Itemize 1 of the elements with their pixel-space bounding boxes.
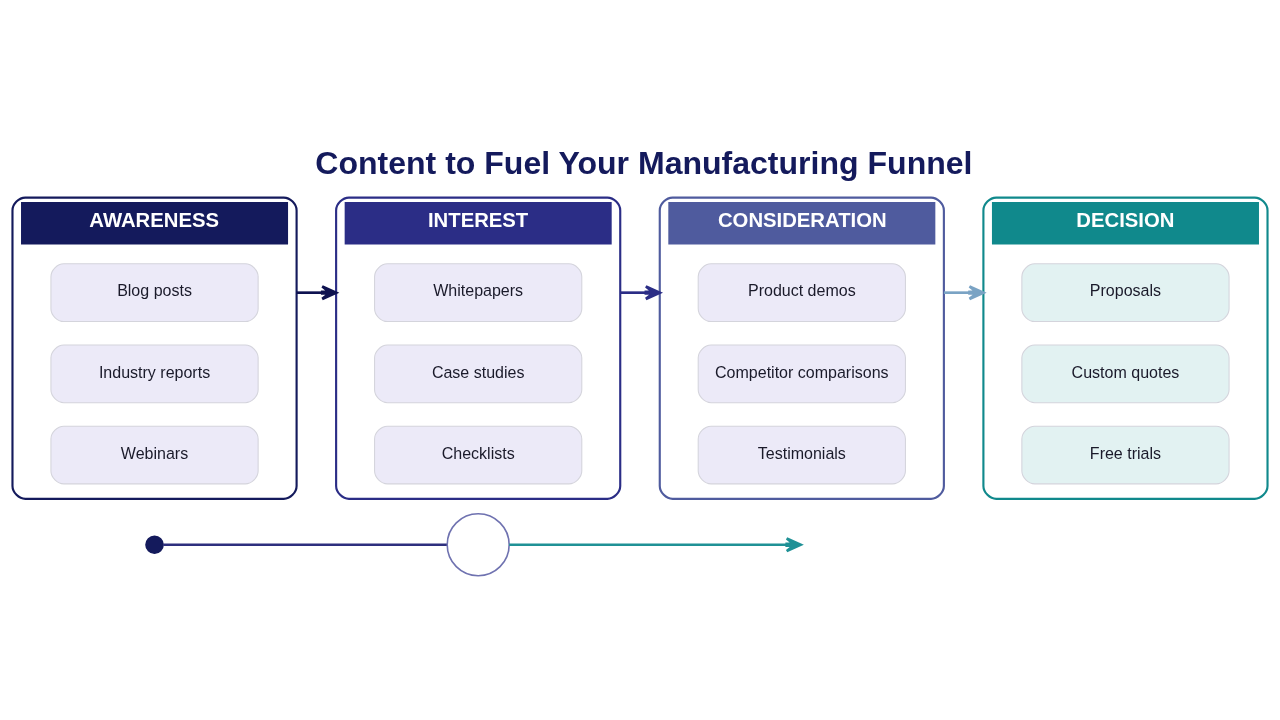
diagram-title: Content to Fuel Your Manufacturing Funnel [315,144,973,181]
